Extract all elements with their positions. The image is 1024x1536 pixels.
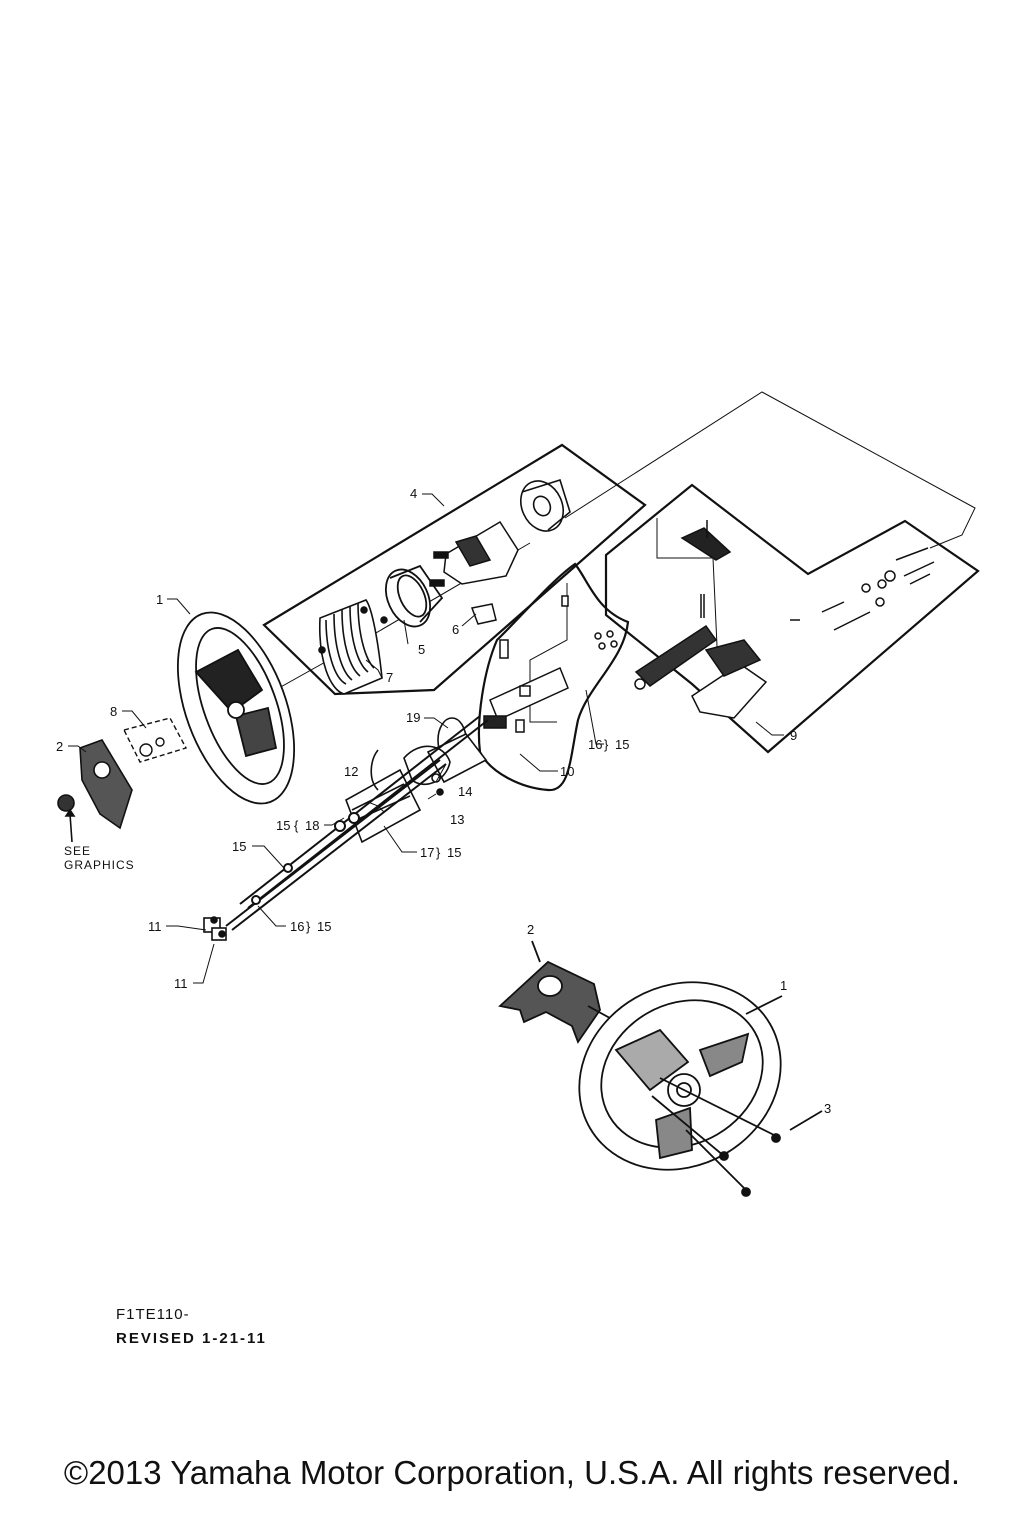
see-graphics-line2: GRAPHICS [64, 858, 135, 872]
part-7-bellows [318, 599, 383, 695]
part-4-hub-assembly [360, 520, 519, 625]
inset-callout-2: 2 [527, 922, 534, 937]
inset-wheel-detail [498, 940, 823, 1197]
callout-4: 4 [410, 486, 417, 501]
callout-13: 13 [450, 812, 464, 827]
callout-16-lower: 16 [290, 919, 304, 934]
callout-12: 12 [344, 764, 358, 779]
leader-lines [68, 493, 784, 984]
callout-7: 7 [386, 670, 393, 685]
brace-16-upper: } [604, 737, 609, 752]
callout-11-upper: 11 [148, 919, 162, 934]
callout-5: 5 [418, 642, 425, 657]
group-9-box [604, 483, 980, 754]
callout-16-upper: 16 [588, 737, 602, 752]
part-9-mechanism [634, 520, 935, 719]
callout-8: 8 [110, 704, 117, 719]
callout-18: 18 [305, 818, 319, 833]
callout-15-left: 15 [232, 839, 246, 854]
callout-15-lower: 15 [317, 919, 331, 934]
part-8-nut-washer [122, 717, 188, 763]
part-10-bracket-assembly [483, 595, 618, 733]
brace-18: { [294, 818, 299, 833]
see-graphics-line1: SEE [64, 844, 91, 858]
link-line-10 [529, 583, 568, 723]
callout-2: 2 [56, 739, 63, 754]
callout-14: 14 [458, 784, 472, 799]
callout-15-mid: 15 [276, 818, 290, 833]
part-1-steering-wheel [176, 611, 296, 805]
emblem [57, 794, 76, 843]
callout-6: 6 [452, 622, 459, 637]
callout-11-lower: 11 [174, 976, 188, 991]
part-2-center-cover [79, 739, 133, 830]
callout-19: 19 [406, 710, 420, 725]
brace-17: } [436, 845, 441, 860]
link-line-top [564, 391, 976, 549]
callout-1: 1 [156, 592, 163, 607]
callout-15-17: 15 [447, 845, 461, 860]
inset-callout-1: 1 [780, 978, 787, 993]
revision-date: REVISED 1-21-11 [116, 1330, 267, 1347]
callout-10: 10 [560, 764, 574, 779]
callout-9: 9 [790, 728, 797, 743]
part-5-ring [384, 564, 444, 628]
callout-15-upper: 15 [615, 737, 629, 752]
brace-16-lower: } [306, 919, 311, 934]
inset-callout-3: 3 [824, 1101, 831, 1116]
drawing-code: F1TE110- [116, 1306, 190, 1323]
link-line-9 [656, 518, 713, 559]
part-hub-plate [520, 478, 571, 532]
inset-cover-2 [498, 960, 601, 1044]
part-11-ball-joints [203, 916, 227, 941]
callouts: 1 2 4 5 6 7 8 9 10 11 11 12 13 14 19 16 … [56, 486, 797, 991]
callout-17: 17 [420, 845, 434, 860]
copyright-notice: ©2013 Yamaha Motor Corporation, U.S.A. A… [63, 1454, 961, 1491]
